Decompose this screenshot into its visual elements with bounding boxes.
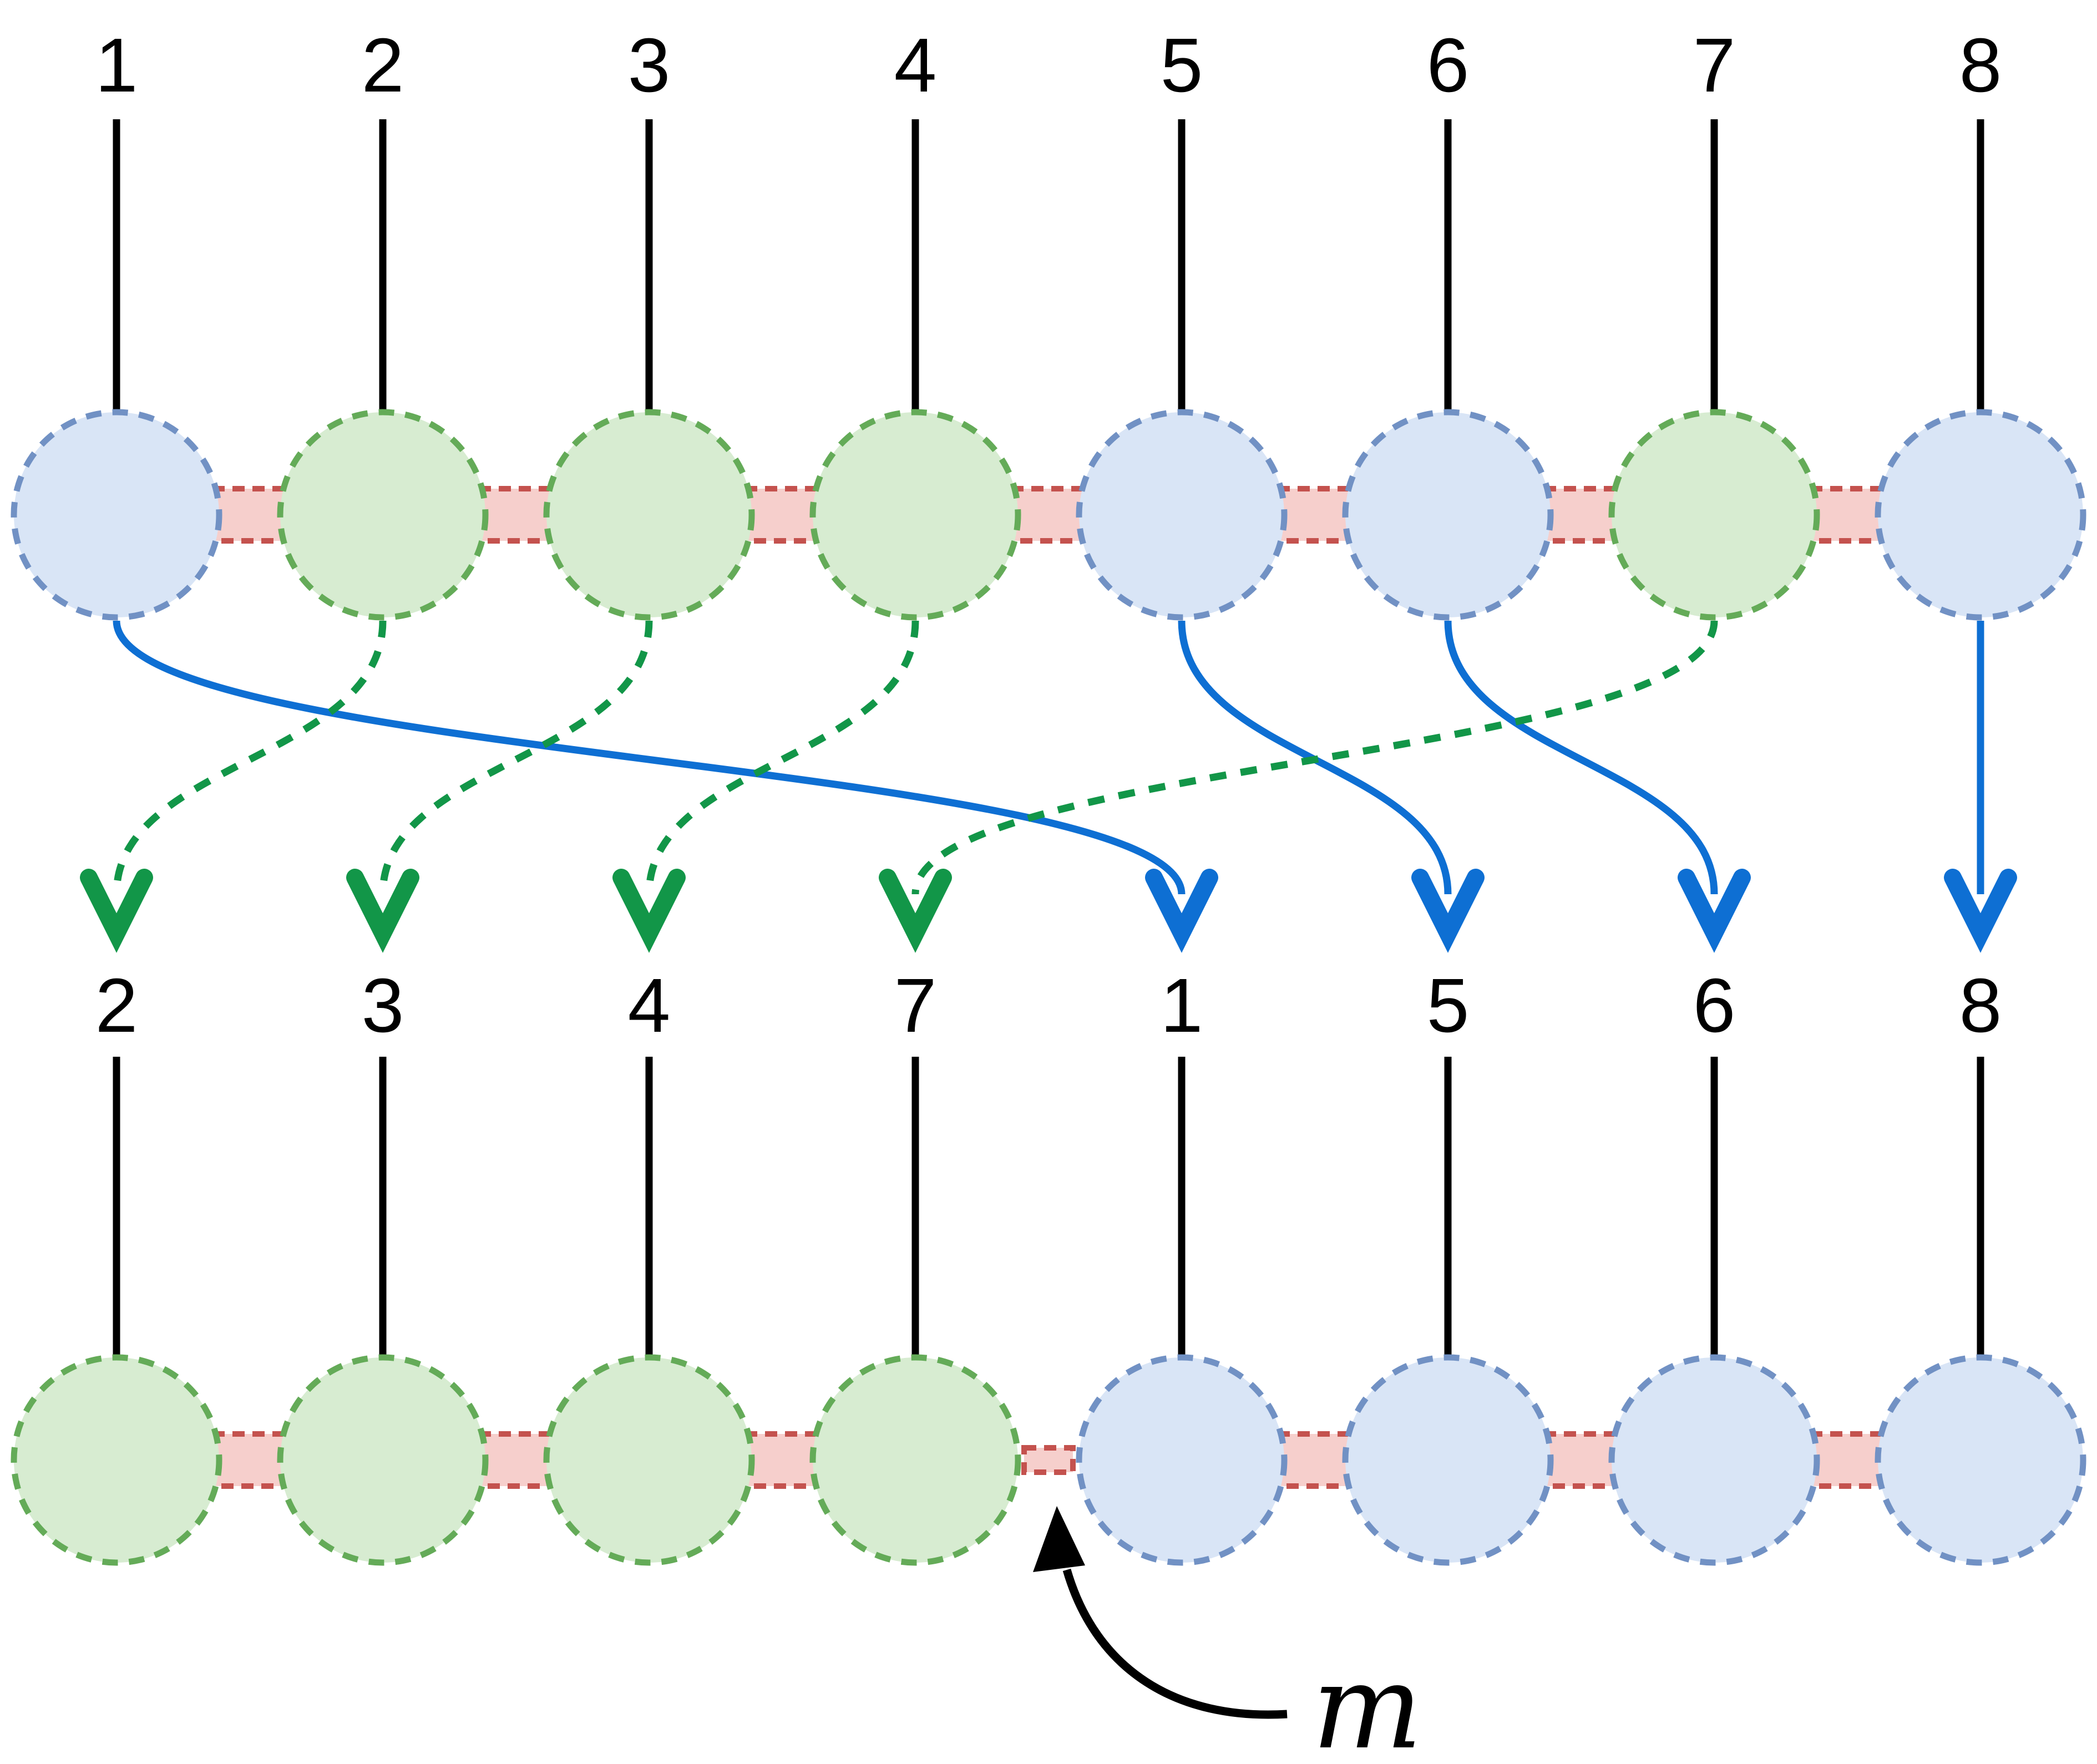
top-node-blue bbox=[11, 409, 222, 621]
bottom-node-blue bbox=[1608, 1354, 1820, 1566]
arrowhead-blue bbox=[1411, 869, 1485, 953]
permutation-arrow-blue bbox=[113, 620, 1186, 895]
top-node-label: 7 bbox=[1693, 23, 1736, 108]
merge-point-label: m bbox=[1312, 1639, 1422, 1764]
arrowhead-green bbox=[80, 869, 153, 953]
bond-connector bbox=[1807, 486, 1887, 544]
arrowhead-green bbox=[879, 869, 952, 953]
bottom-node-label: 8 bbox=[1959, 963, 2002, 1048]
permutation-arrow-green bbox=[113, 620, 387, 895]
bond-connector bbox=[742, 486, 822, 544]
top-node-green bbox=[277, 409, 489, 621]
top-node-blue bbox=[1342, 409, 1554, 621]
top-node-green bbox=[809, 409, 1021, 621]
top-node-green bbox=[1608, 409, 1820, 621]
permutation-arrow-green bbox=[379, 620, 653, 895]
permutation-arrow-green bbox=[911, 620, 1718, 895]
top-node-label: 1 bbox=[95, 23, 138, 108]
merge-annotation-arrowhead bbox=[1033, 1506, 1085, 1572]
bottom-node-label: 7 bbox=[894, 963, 937, 1048]
bottom-node-label: 4 bbox=[628, 963, 671, 1048]
bond-connector bbox=[476, 486, 556, 544]
bottom-node-green bbox=[809, 1354, 1021, 1566]
merge-annotation-arrow bbox=[1062, 1568, 1288, 1719]
top-node-green bbox=[543, 409, 755, 621]
bottom-node-label: 5 bbox=[1427, 963, 1470, 1048]
bond-connector bbox=[1275, 1431, 1355, 1489]
bond-connector bbox=[1541, 1431, 1621, 1489]
bond-connector bbox=[1009, 486, 1088, 544]
arrowhead-blue bbox=[1145, 869, 1218, 953]
bond-connector bbox=[476, 1431, 556, 1489]
bond-connector bbox=[210, 1431, 290, 1489]
bottom-node-green bbox=[11, 1354, 222, 1566]
bond-connector bbox=[742, 1431, 822, 1489]
top-node-label: 4 bbox=[894, 23, 937, 108]
permutation-arrow-green bbox=[645, 620, 919, 895]
bottom-node-label: 2 bbox=[95, 963, 138, 1048]
top-node-label: 5 bbox=[1161, 23, 1203, 108]
arrowhead-blue bbox=[1944, 869, 2017, 953]
top-node-blue bbox=[1875, 409, 2086, 621]
bottom-node-green bbox=[277, 1354, 489, 1566]
arrowhead-green bbox=[346, 869, 419, 953]
bottom-node-blue bbox=[1076, 1354, 1288, 1566]
top-node-blue bbox=[1076, 409, 1288, 621]
bottom-node-label: 3 bbox=[362, 963, 404, 1048]
permutation-arrow-blue bbox=[1444, 620, 1718, 895]
arrowhead-green bbox=[612, 869, 686, 953]
bottom-node-blue bbox=[1342, 1354, 1554, 1566]
bottom-node-blue bbox=[1875, 1354, 2086, 1566]
merge-point-connector bbox=[1021, 1445, 1076, 1475]
top-node-label: 3 bbox=[628, 23, 671, 108]
bottom-node-label: 1 bbox=[1161, 963, 1203, 1048]
bottom-node-green bbox=[543, 1354, 755, 1566]
arrowhead-blue bbox=[1678, 869, 1751, 953]
bottom-node-label: 6 bbox=[1693, 963, 1736, 1048]
top-node-label: 8 bbox=[1959, 23, 2002, 108]
bond-connector bbox=[1541, 486, 1621, 544]
top-node-label: 2 bbox=[362, 23, 404, 108]
top-node-label: 6 bbox=[1427, 23, 1470, 108]
bond-connector bbox=[210, 486, 290, 544]
bond-connector bbox=[1275, 486, 1355, 544]
bond-connector bbox=[1807, 1431, 1887, 1489]
